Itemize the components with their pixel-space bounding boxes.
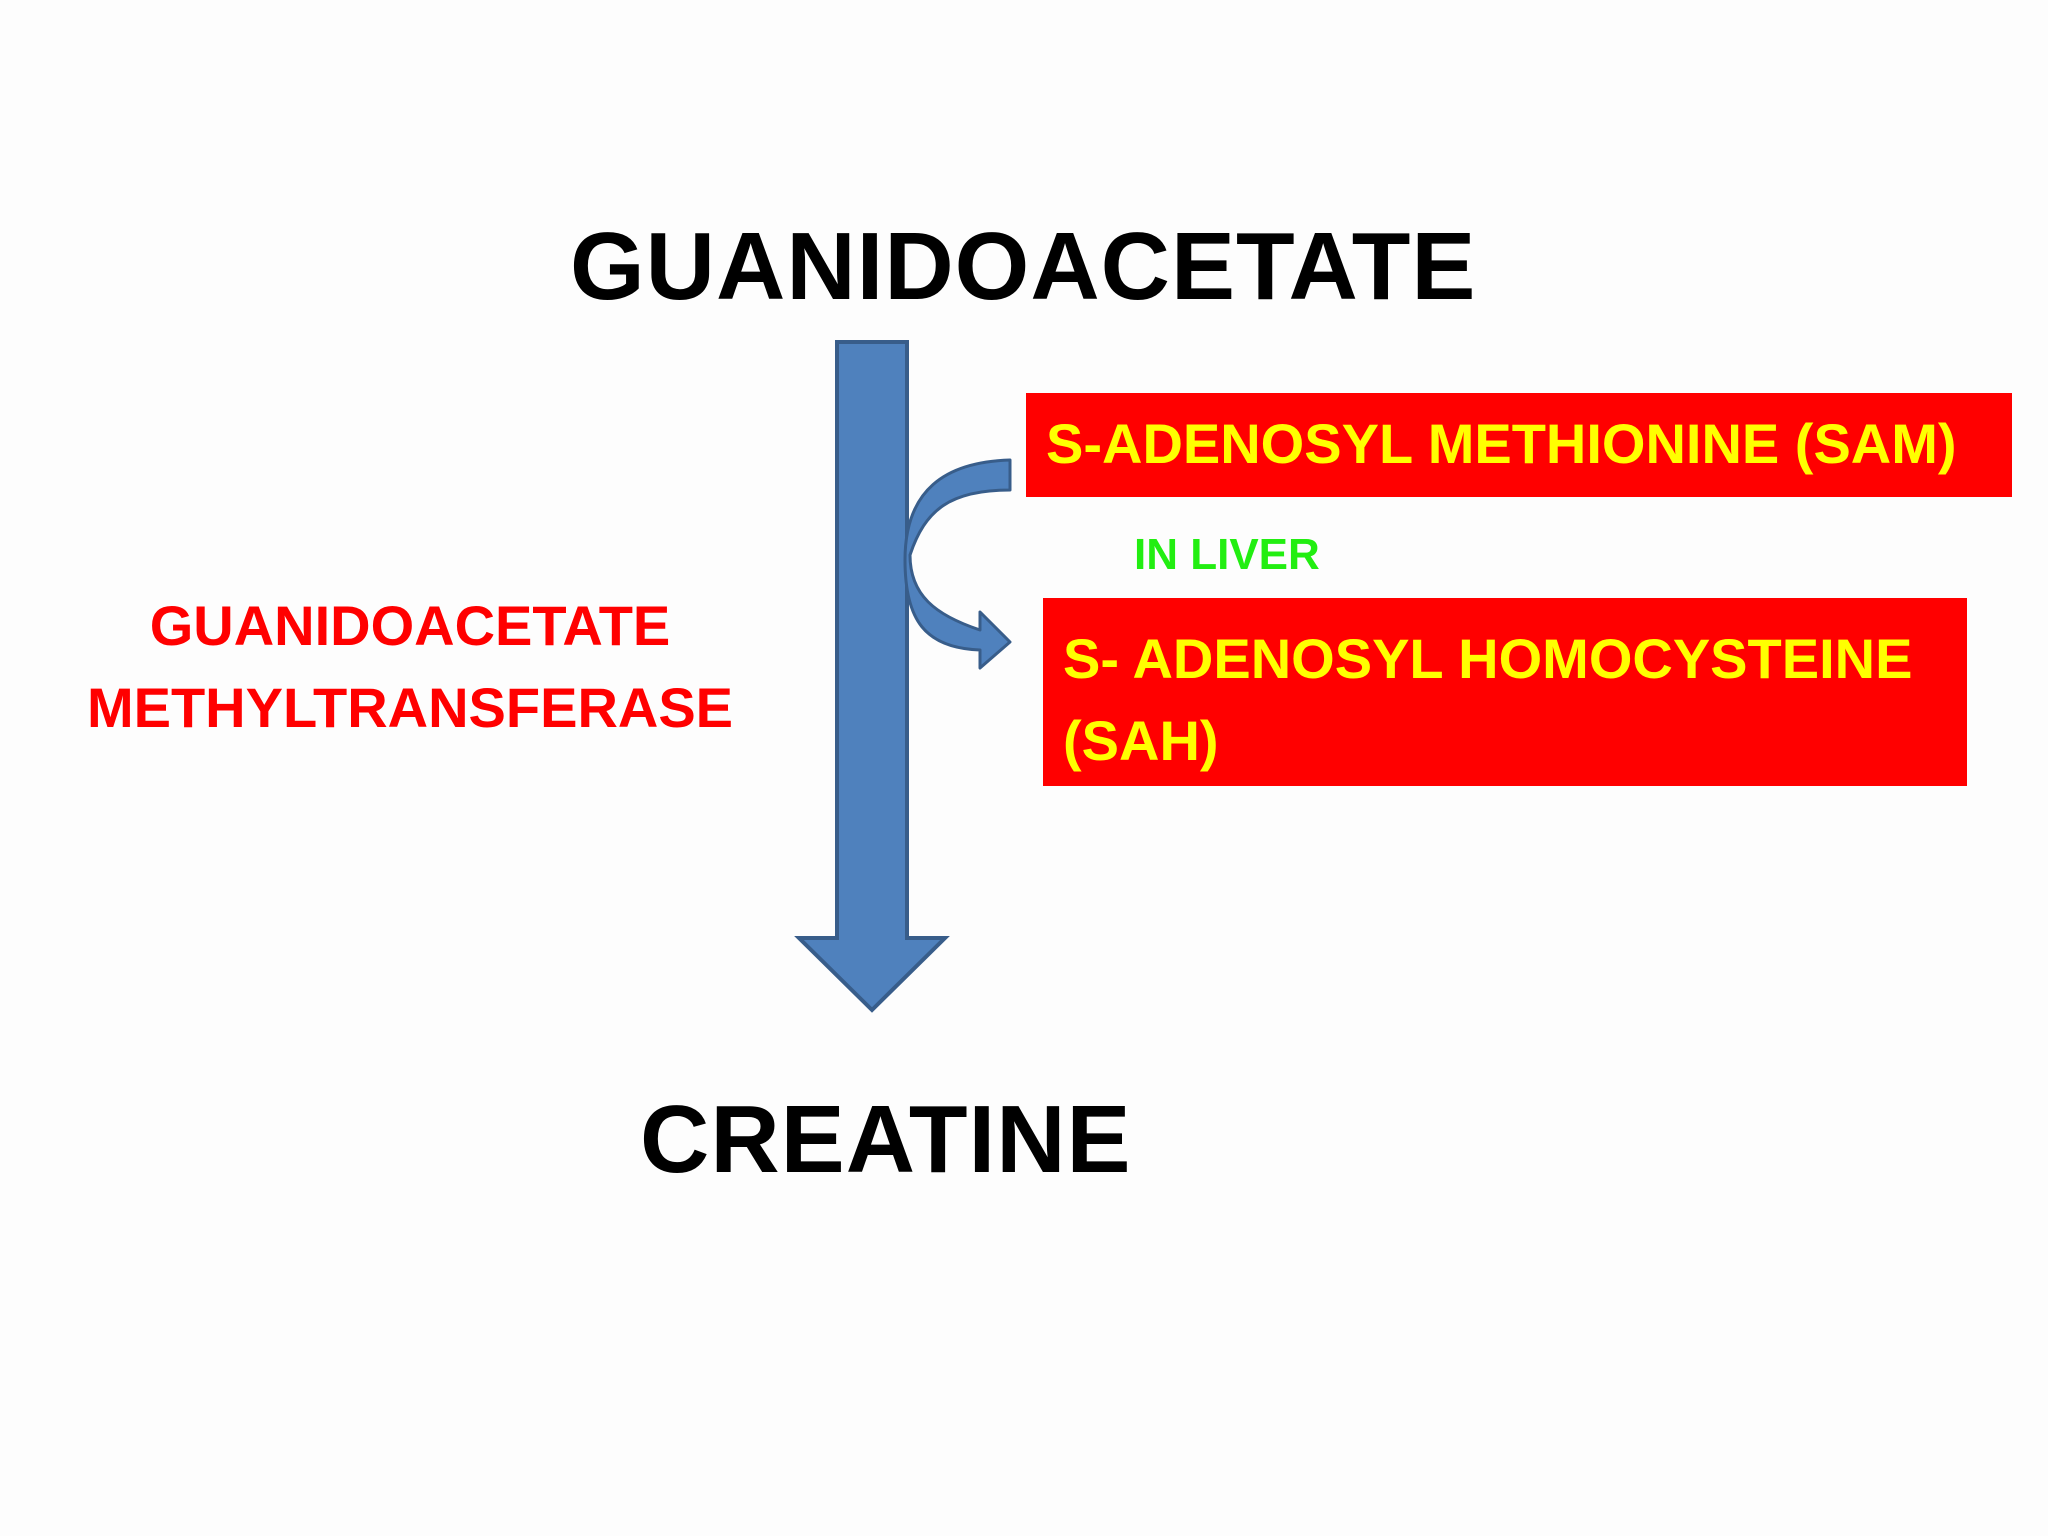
enzyme-label-line1: GUANIDOACETATE [149,594,671,657]
enzyme-label: GUANIDOACETATE METHYLTRANSFERASE [60,585,760,749]
down-arrow-icon [794,340,950,1013]
cosubstrate-box: S-ADENOSYL METHIONINE (SAM) [1026,393,2012,497]
substrate-label: GUANIDOACETATE [570,213,1477,320]
location-label: IN LIVER [1134,530,1320,579]
coproduct-box: S- ADENOSYL HOMOCYSTEINE (SAH) [1043,598,1967,786]
enzyme-label-line2: METHYLTRANSFERASE [86,676,734,739]
cosubstrate-label: S-ADENOSYL METHIONINE (SAM) [1046,412,1957,475]
coproduct-label: S- ADENOSYL HOMOCYSTEINE (SAH) [1063,627,1913,772]
product-label: CREATINE [640,1086,1132,1193]
curved-arrow-icon [903,458,1012,670]
